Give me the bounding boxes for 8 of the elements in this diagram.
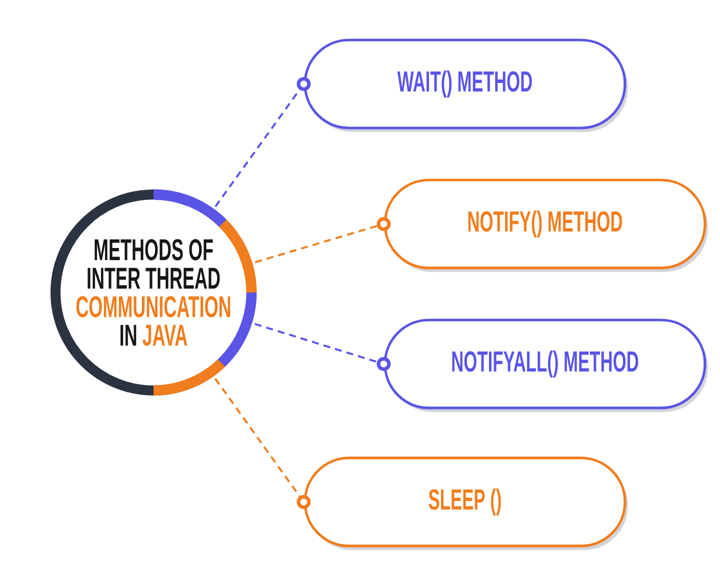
- pill-box: WAIT() METHOD: [304, 38, 628, 132]
- pill-box: SLEEP (): [304, 456, 628, 550]
- dashed-connector: [214, 77, 311, 208]
- dashed-connector: [214, 378, 311, 509]
- pill-box: NOTIFYALL() METHOD: [384, 318, 708, 412]
- dashed-connector: [254, 216, 391, 264]
- pill-box: NOTIFY() METHOD: [384, 178, 708, 272]
- dashed-connector: [254, 322, 391, 371]
